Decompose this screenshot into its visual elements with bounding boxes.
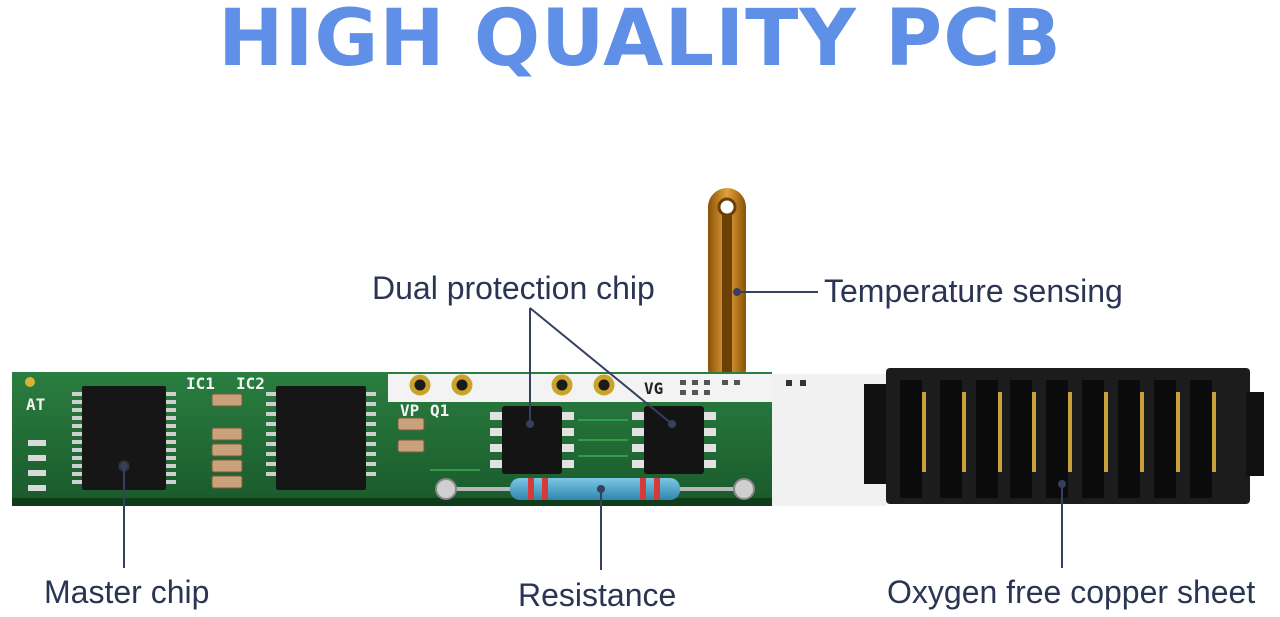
silk-ic1: IC1 (186, 374, 215, 393)
silk-vg: VG (644, 379, 663, 398)
temperature-sensing-label: Temperature sensing (824, 273, 1123, 309)
silk-ic2: IC2 (236, 374, 265, 393)
temperature-sensor-flex (708, 188, 746, 388)
copper-connector (864, 368, 1264, 504)
silk-vp: VP (400, 401, 419, 420)
dual-protection-chip-1 (490, 406, 574, 474)
master-chip (72, 386, 176, 490)
master-chip-label: Master chip (44, 574, 210, 610)
dual-protection-chip-2 (632, 406, 716, 474)
secondary-chip (266, 386, 376, 490)
pcb-board: IC1 IC2 VP Q1 VG AT (12, 372, 886, 506)
page-title: HIGH QUALITY PCB (218, 0, 1062, 84)
leader-lines (123, 291, 1063, 570)
dual-protection-chip-label: Dual protection chip (372, 270, 655, 306)
resistor (435, 478, 755, 500)
silk-q1: Q1 (430, 401, 449, 420)
copper-sheet-label: Oxygen free copper sheet (887, 574, 1256, 610)
silk-at: AT (26, 395, 45, 414)
resistance-label: Resistance (518, 577, 677, 613)
